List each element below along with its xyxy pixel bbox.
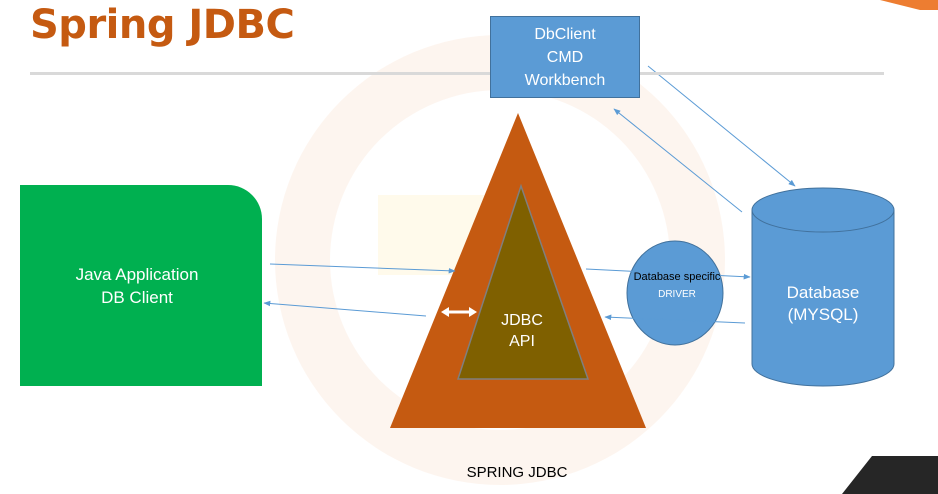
title-divider [30, 72, 884, 75]
diagram-caption: SPRING JDBC [466, 464, 568, 481]
corner-accent-top-right [880, 0, 938, 10]
driver-label-line1: Database specific [633, 271, 721, 283]
jdbc-api-triangle [456, 183, 590, 380]
dbclient-label-line1: DbClient [534, 25, 596, 43]
dbclient-label-line3: Workbench [524, 71, 606, 89]
jdbc-api-label: JDBC API [480, 310, 564, 352]
arrow-dbclient-to-database [647, 65, 796, 187]
slide-title: Spring JDBC [30, 2, 295, 48]
java-app-label-line2: DB Client [101, 288, 173, 307]
jdbc-label-line1: JDBC [501, 312, 543, 329]
database-label: Database (MYSQL) [752, 282, 894, 326]
java-application-box: Java Application DB Client [20, 185, 262, 386]
database-label-line1: Database [786, 283, 860, 302]
arrow-database-to-spring [604, 314, 746, 324]
arrow-spring-to-database [585, 268, 751, 280]
database-label-line2: (MYSQL) [787, 305, 859, 324]
driver-label-line2: DRIVER [658, 289, 696, 300]
jdbc-label-line2: API [509, 333, 535, 350]
corner-accent-bottom-right [842, 456, 938, 494]
arrow-java-to-spring [269, 263, 456, 274]
arrow-spring-to-java [263, 300, 427, 317]
bidirectional-arrow-head-right [469, 307, 477, 317]
arrow-database-to-dbclient [613, 108, 743, 213]
database-cylinder [751, 187, 895, 387]
bidirectional-arrow-head-left [441, 307, 449, 317]
dbclient-box: DbClient CMD Workbench [490, 16, 640, 98]
java-app-label-line1: Java Application [75, 265, 199, 284]
dbclient-label-line2: CMD [546, 48, 584, 66]
